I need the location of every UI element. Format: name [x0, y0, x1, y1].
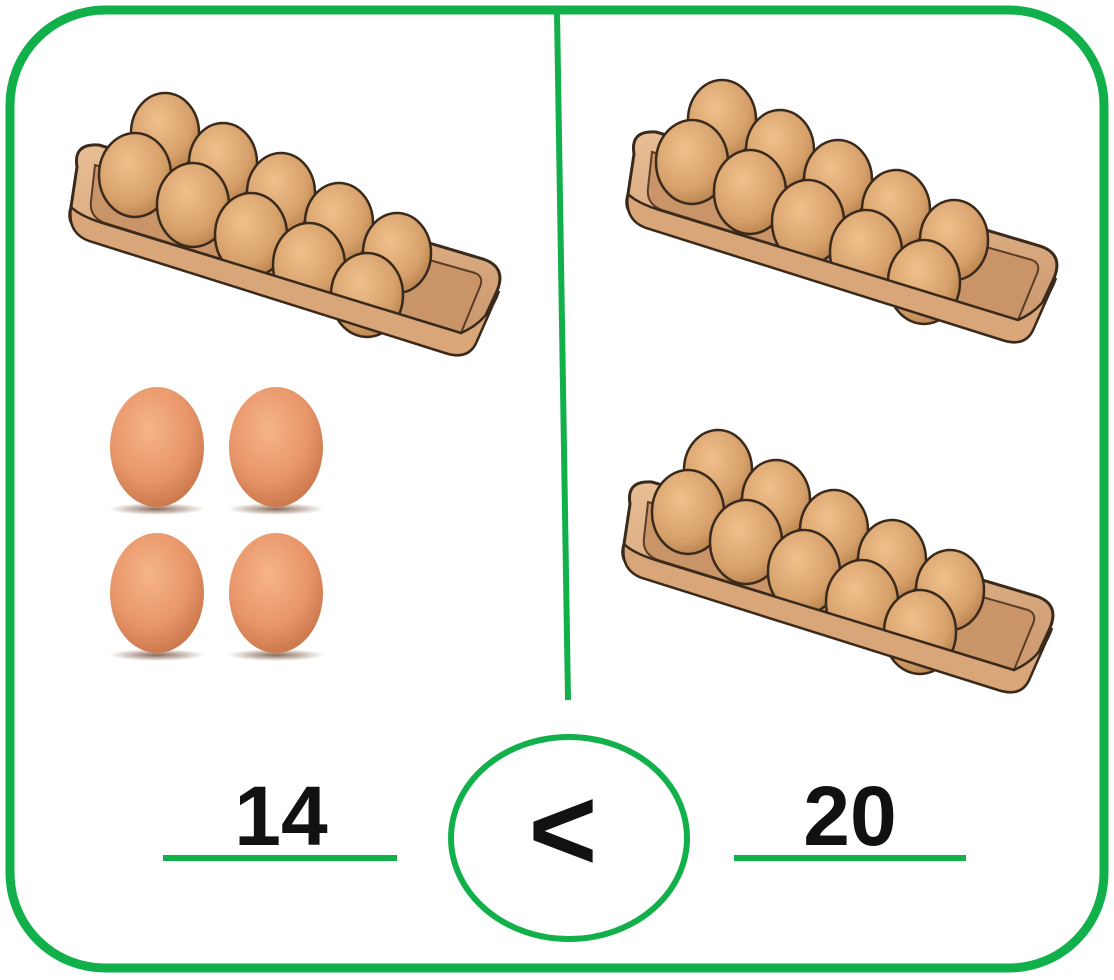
- right-number: 20: [803, 769, 896, 863]
- left-number: 14: [234, 769, 328, 863]
- divider-line: [554, 11, 571, 701]
- comparison-symbol: <: [529, 764, 598, 896]
- symbol-circle: [448, 734, 690, 942]
